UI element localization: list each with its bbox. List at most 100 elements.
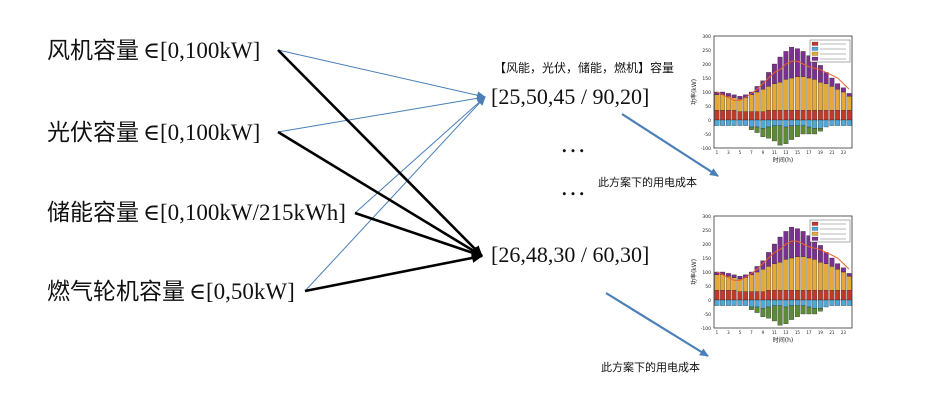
bar-segment [840,119,846,126]
bar-segment [829,110,835,121]
bar-segment [783,259,789,291]
bar-segment [800,125,806,135]
bar-segment [760,80,766,90]
bar-segment [760,291,766,301]
bar-segment [829,257,835,267]
bar-segment [823,83,829,111]
bar-segment [754,126,760,133]
bar-segment [823,290,829,301]
bar-segment [783,299,789,308]
bar-segment [783,231,789,260]
thin-line-2 [277,94,486,133]
bar-segment [766,290,772,301]
bar-segment [748,274,754,292]
result-arrow-2 [605,292,709,357]
bar-segment [760,299,766,309]
bar-segment [840,110,846,121]
x-tick-label: 3 [727,330,730,335]
y-tick-label: 50 [705,104,711,110]
bar-segment [766,119,772,128]
bar-segment [806,290,812,301]
thick-line-2 [277,130,483,258]
bar-segment [748,94,754,112]
bar-segment [766,86,772,111]
bar-segment [789,290,795,301]
y-tick-label: 250 [702,48,711,54]
ellipsis-1: … [560,129,586,158]
bar-segment [806,77,812,111]
bar-segment [771,63,777,84]
bar-segment [714,119,720,126]
bar-segment [835,110,841,121]
y-tick-label: -100 [701,326,711,332]
input-label-storage: 储能容量∈[0,100kW/215kWh] [47,200,346,226]
bar-segment [829,266,835,291]
bar-segment [812,128,818,135]
x-tick-label: 5 [739,330,742,335]
bar-segment [846,299,852,306]
bar-segment [766,266,772,291]
bar-segment [725,273,731,277]
bar-segment [812,79,818,111]
bar-segment [840,290,846,301]
bar-segment [840,91,846,111]
bar-segment [840,299,846,306]
bar-segment [771,305,777,322]
bar-segment [829,299,835,306]
y-tick-label: 0 [708,298,711,304]
connector-lines [277,49,719,357]
x-tick-label: 21 [829,150,835,155]
bar-segment [731,299,737,306]
bar-segment [714,290,720,301]
bar-segment [806,126,812,135]
bar-segment [823,263,829,291]
bar-segment [800,119,806,126]
bar-segment [840,271,846,291]
bar-segment [835,290,841,301]
bar-segment [846,93,852,97]
bar-segment [725,119,731,126]
legend-swatch [811,226,819,231]
bar-segment [806,257,812,291]
bar-segment [760,260,766,270]
bar-segment [812,290,818,301]
bar-segment [731,274,737,278]
scheme-vector-1: [25,50,45 / 90,20] [491,84,649,109]
bar-segment [760,308,766,317]
bar-segment [800,76,806,111]
bar-segment [777,299,783,306]
y-tick-label: 100 [702,270,711,276]
bar-segment [835,269,841,291]
bar-segment [766,306,772,319]
bar-segment [846,119,852,126]
bar-segment [846,290,852,301]
bar-segment [835,119,841,126]
bar-segment [766,252,772,267]
legend-swatch [811,221,819,226]
bar-segment [760,269,766,292]
bar-segment [771,263,777,291]
legend-swatch [811,56,819,61]
bar-segment [760,119,766,129]
bar-segment [794,228,800,257]
bar-segment [743,111,749,121]
bar-segment [777,119,783,126]
scheme-vector-2: [26,48,30 / 60,30] [491,242,649,267]
bar-segment [737,111,743,121]
bar-segment [748,126,754,130]
cost-label-2: 此方案下的用电成本 [601,360,700,374]
bar-segment [720,94,726,111]
y-tick-label: 200 [702,62,711,68]
bar-segment [846,96,852,111]
bar-segment [754,91,760,112]
bar-segment [760,111,766,121]
x-axis-label: 时间(h) [773,156,794,164]
bar-segment [754,291,760,301]
bar-segment [760,128,766,137]
bar-segment [789,110,795,121]
bar-segment [829,86,835,111]
thick-line-4 [304,253,483,293]
bar-segment [789,125,795,140]
y-tick-label: 300 [702,34,711,40]
